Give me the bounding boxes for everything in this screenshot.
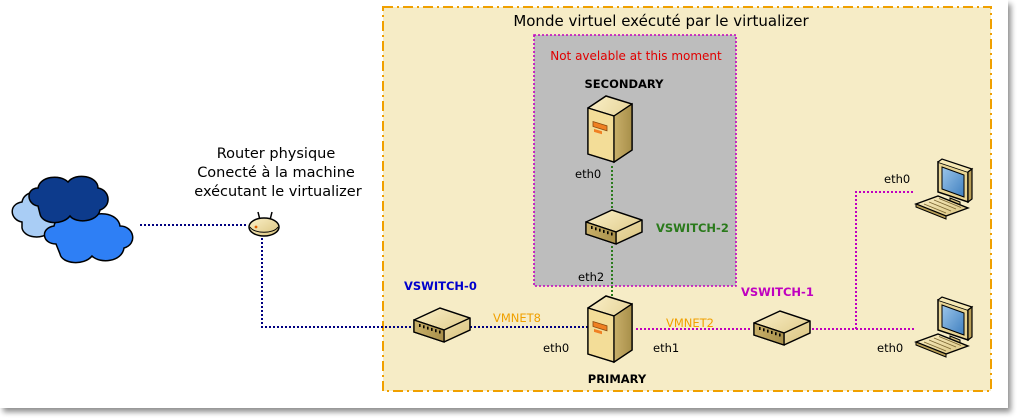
primary-eth2-label: eth2: [578, 270, 604, 284]
link-router-vswitch0: [261, 238, 413, 328]
router-icon: [248, 211, 280, 237]
unavailable-notice: Not avelable at this moment: [550, 49, 722, 63]
vswitch1-label: VSWITCH-1: [741, 285, 814, 299]
router-label-line-2: Conecté à la machine: [197, 165, 355, 181]
vswitch2-label: VSWITCH-2: [656, 221, 729, 235]
internet-cloud-icon: [11, 175, 134, 264]
primary-eth1-label: eth1: [653, 341, 679, 355]
link-vswitch1-hosts: [808, 191, 915, 330]
primary-eth0-label: eth0: [543, 341, 569, 355]
unavailable-area: [533, 34, 737, 287]
workstation-top-eth0-label: eth0: [884, 172, 910, 186]
virtual-world-title: Monde virtuel exécuté par le virtualizer: [513, 12, 809, 30]
primary-server-label: PRIMARY: [588, 372, 647, 386]
primary-server-icon: [587, 295, 633, 363]
secondary-server-icon: [587, 95, 633, 163]
vmnet8-label: VMNET8: [493, 311, 541, 325]
workstation-bottom-eth0-label: eth0: [877, 341, 903, 355]
secondary-eth0-label: eth0: [575, 167, 601, 181]
router-label-line-1: Router physique: [217, 146, 336, 162]
secondary-server-label: SECONDARY: [585, 77, 665, 91]
vmnet2-label: VMNET2: [666, 316, 714, 330]
router-label-line-3: exécutant le virtualizer: [194, 184, 361, 200]
vswitch0-label: VSWITCH-0: [404, 279, 477, 293]
